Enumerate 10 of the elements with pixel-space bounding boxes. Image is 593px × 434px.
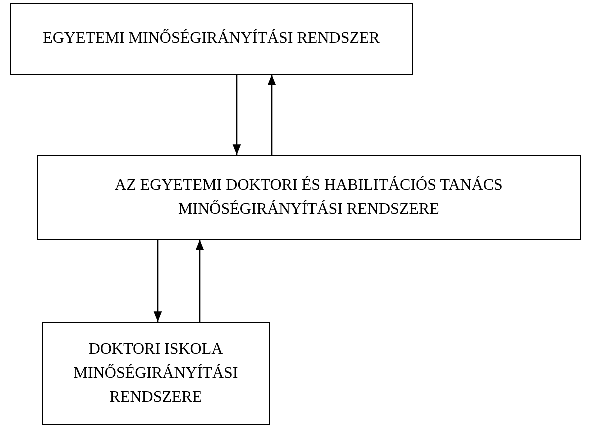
arrow: [154, 240, 162, 322]
arrow: [196, 240, 204, 322]
process-box: [10, 3, 413, 75]
process-box: [37, 155, 581, 240]
arrow: [268, 75, 276, 155]
box-label: AZ EGYETEMI DOKTORI ÉS HABILITÁCIÓS TANÁCS MINŐSÉGIRÁNYÍTÁSI RENDSZERE: [114, 175, 504, 220]
box-label: EGYETEMI MINŐSÉGIRÁNYÍTÁSI RENDSZER: [43, 28, 380, 49]
arrow: [232, 75, 242, 155]
box-label: DOKTORI ISKOLA MINŐSÉGIRÁNYÍTÁSI RENDSZERE: [72, 340, 240, 408]
process-box: [42, 322, 270, 425]
